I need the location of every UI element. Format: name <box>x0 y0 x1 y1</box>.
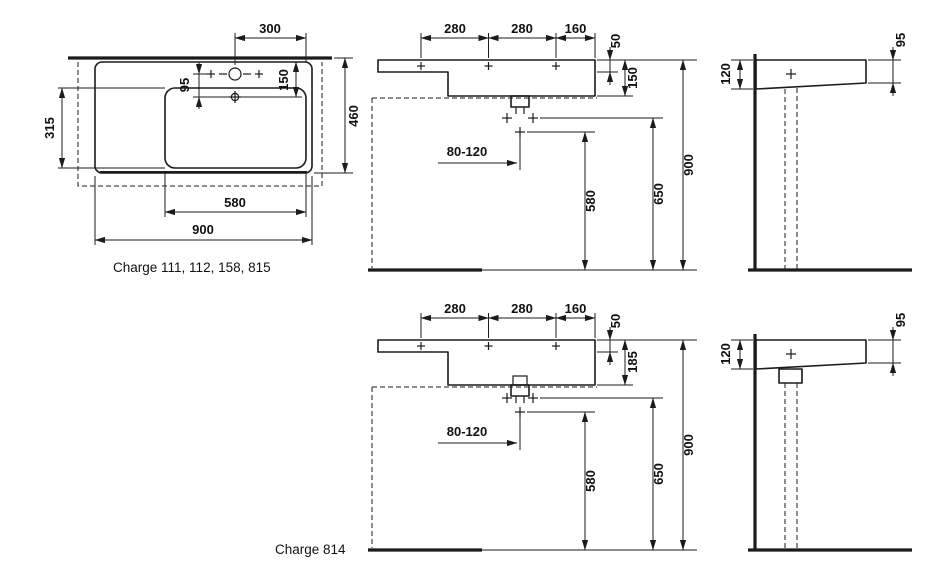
dim-label-wall-height: 120 <box>718 63 733 85</box>
basin-outline <box>377 59 596 97</box>
dim-label-body-height: 185 <box>625 351 640 373</box>
plan-caption: Charge 111, 112, 158, 815 <box>113 260 271 275</box>
dim-wall-height: 120 <box>718 59 753 90</box>
dim-tap-to-drain: 95 <box>177 62 229 109</box>
drain-pipe-hidden <box>784 383 798 549</box>
dim-tap-spacing: 280 280 160 <box>420 301 596 338</box>
lower-caption: Charge 814 <box>275 542 346 557</box>
dim-body-height: 185 <box>597 339 640 386</box>
dim-label-drain-offset: 80-120 <box>447 424 487 439</box>
dim-bowl-depth: 315 <box>42 87 165 169</box>
basin-profile <box>755 59 867 90</box>
front-view-lower: 280 280 160 50 185 <box>275 301 697 557</box>
dim-label-drain-back: 150 <box>276 69 291 91</box>
dim-front-height: 95 <box>868 33 908 96</box>
dim-label-tap-spacing-left: 280 <box>444 21 466 36</box>
fixing-and-outlet-marks <box>502 113 538 137</box>
dim-label-tap-spacing-right: 280 <box>511 21 533 36</box>
dim-label-rim-height: 900 <box>681 154 696 176</box>
dim-label-tap-spacing-right: 280 <box>511 301 533 316</box>
dim-label-bowl-width: 580 <box>224 195 246 210</box>
front-view-upper: 280 280 160 50 150 <box>368 21 697 272</box>
fixing-and-outlet-marks <box>502 393 538 417</box>
dim-fixing-height: 580 <box>581 411 598 551</box>
drain-trap <box>510 95 530 114</box>
dim-label-front-height: 95 <box>893 313 908 327</box>
drain-mark <box>786 69 796 79</box>
drain-mark <box>786 349 796 359</box>
dim-label-outlet-height: 650 <box>651 183 666 205</box>
plan-view: 300 95 150 315 460 <box>42 21 361 275</box>
dim-label-rim-height: 900 <box>681 434 696 456</box>
dim-front-height: 95 <box>868 313 908 376</box>
dim-label-tap-offset: 300 <box>259 21 281 36</box>
dim-label-overall-width: 900 <box>192 222 214 237</box>
dim-label-front-height: 95 <box>893 33 908 47</box>
siphon-cup <box>778 368 803 384</box>
dim-deck-height: 50 <box>597 34 623 85</box>
dim-fixing-height: 580 <box>581 131 598 271</box>
dim-label-tap-edge: 160 <box>565 21 587 36</box>
dim-label-small-back: 95 <box>177 78 192 92</box>
dim-wall-height: 120 <box>718 339 753 370</box>
dim-label-fixing-height: 580 <box>583 190 598 212</box>
dim-label-bowl-depth: 315 <box>42 117 57 139</box>
dim-drain-offset: 80-120 <box>438 414 521 450</box>
drain-symbol <box>229 91 241 103</box>
dim-label-outlet-height: 650 <box>651 463 666 485</box>
dim-overall-width: 900 <box>94 176 313 245</box>
side-view-upper: 95 120 <box>718 33 912 272</box>
dim-label-deck-height: 50 <box>608 34 623 48</box>
dim-outlet-height: 650 <box>649 397 666 551</box>
dim-label-tap-edge: 160 <box>565 301 587 316</box>
drain-pipe-hidden <box>784 88 798 269</box>
dim-label-tap-spacing-left: 280 <box>444 301 466 316</box>
dim-drain-depth: 150 <box>241 61 302 98</box>
dim-outlet-height: 650 <box>649 117 666 271</box>
bowl-outline <box>164 87 307 169</box>
dim-bowl-width: 580 <box>164 171 307 217</box>
dim-label-body-height: 150 <box>625 67 640 89</box>
dim-rim-height: 900 <box>679 59 696 271</box>
furniture-outline-dashed <box>371 386 597 548</box>
basin-outline <box>377 339 596 386</box>
side-view-lower: 95 120 <box>718 313 912 552</box>
dim-rim-height: 900 <box>679 339 696 551</box>
dim-tap-offset: 300 <box>234 21 307 65</box>
dim-overall-depth: 460 <box>314 57 361 174</box>
dim-drain-offset: 80-120 <box>438 134 521 170</box>
dim-label-wall-height: 120 <box>718 343 733 365</box>
dim-label-fixing-height: 580 <box>583 470 598 492</box>
dim-label-drain-offset: 80-120 <box>447 144 487 159</box>
tap-hole-marks <box>417 62 560 70</box>
tap-hole-marks <box>417 342 560 350</box>
dim-label-deck-height: 50 <box>608 314 623 328</box>
furniture-outline-dashed <box>371 97 597 268</box>
basin-profile <box>755 339 867 370</box>
tap-hole-symbols <box>207 67 263 81</box>
dim-body-height: 150 <box>597 59 640 97</box>
dim-deck-height: 50 <box>597 314 623 365</box>
dim-tap-spacing: 280 280 160 <box>420 21 596 58</box>
dim-label-overall-depth: 460 <box>346 105 361 127</box>
drain-trap <box>510 375 530 403</box>
